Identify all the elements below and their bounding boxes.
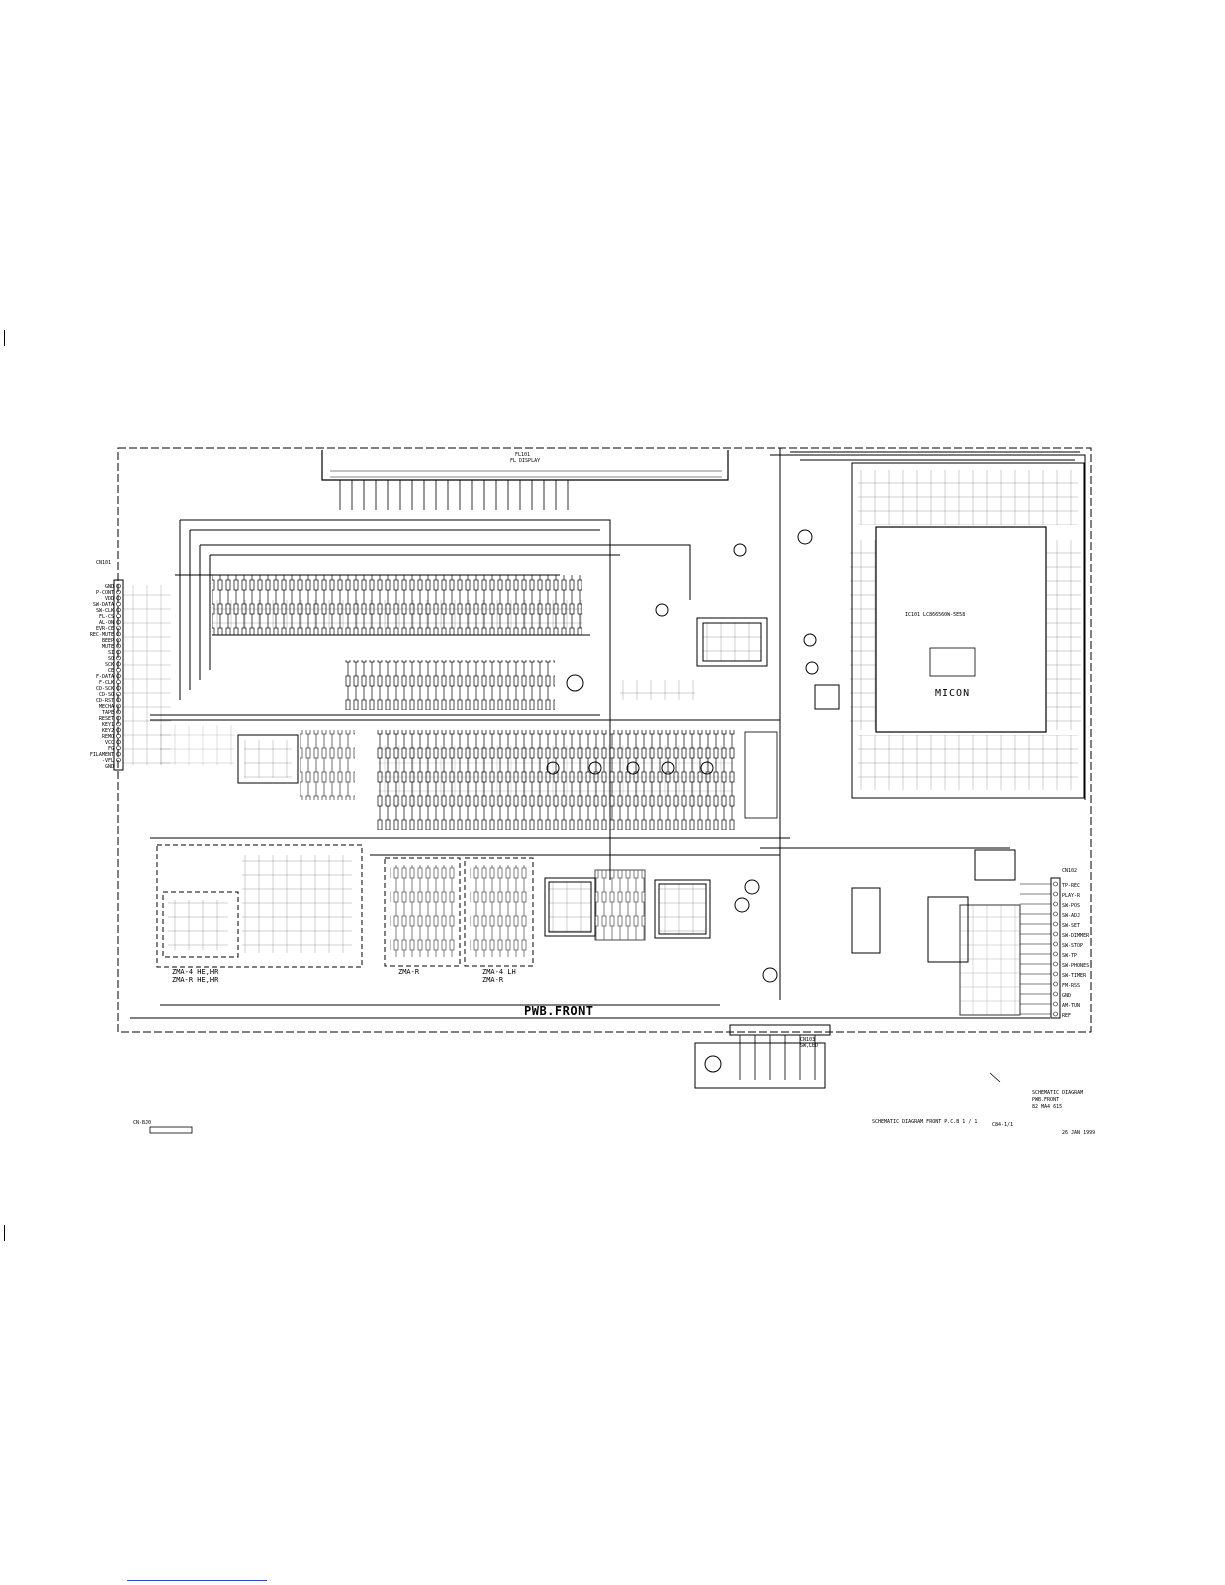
fl-display-connector: [321, 450, 729, 510]
cn101-pin: -VFL: [101, 758, 114, 764]
cn101-pin: P-CONT: [95, 590, 114, 596]
cn101-pin: CD-RST: [95, 698, 114, 704]
page-margin-mark-top: [4, 330, 5, 346]
cn101-pin: KEY2: [101, 728, 114, 734]
sheet-corner-label: CN-BJ0: [133, 1120, 152, 1126]
sub-block-1-line2: ZMA-R HE,HR: [172, 976, 219, 984]
lower-ic-group: [544, 869, 778, 983]
cn102-pin: GND: [1062, 993, 1072, 999]
cn101-pin: SW-CLK: [95, 608, 114, 614]
cn101-pin: REC-MUTE: [89, 632, 114, 638]
sheet-number: C84-1/1: [992, 1122, 1014, 1128]
cn101-pin: KEY1: [101, 722, 114, 728]
cn101-pin: SW-DATA: [92, 602, 114, 608]
cn102-pin: SW-STOP: [1062, 943, 1084, 949]
cn101-pin: CD-SO: [98, 692, 114, 698]
cn102-pin: PLAY-R: [1062, 893, 1081, 899]
cn101-pin: MECHA: [98, 704, 114, 710]
driver-array-top: [212, 575, 590, 636]
cn101-pin: REMO: [101, 734, 114, 740]
mcu-part-number: IC101 LC866560W-5E58: [905, 612, 966, 618]
cn102-pin: SW-DIMMER: [1062, 933, 1090, 939]
sub-board-contents: [168, 855, 528, 957]
cn101-pin: AL-ON: [98, 620, 114, 626]
sub-block-1-line1: ZMA-4 HE,HR: [172, 968, 219, 976]
title-line-1: SCHEMATIC DIAGRAM: [1032, 1090, 1084, 1096]
cn101-pin: F-DATA: [95, 674, 114, 680]
key-matrix-array: [375, 730, 778, 830]
cn101-pin: SO: [107, 656, 114, 662]
cn102-pin: SW-PHONES: [1062, 963, 1090, 969]
cn101-pin: RESET: [98, 716, 114, 722]
cn102-pin: TP-REC: [1062, 883, 1081, 889]
cn102-pin: SW-ADJ: [1062, 913, 1081, 919]
cn102-connector-body: [1020, 877, 1061, 1019]
drawing-date: 26 JAN 1999: [1062, 1130, 1096, 1136]
right-lower-section: [851, 849, 1021, 1016]
mcu-label: MICON: [935, 688, 971, 699]
cn103-label: SW,LED: [800, 1043, 819, 1049]
fl-display-label: FL DISPLAY: [510, 458, 541, 464]
sub-block-3-line2: ZMA-R: [482, 976, 504, 984]
centre-ic-blocks: [696, 617, 840, 710]
title-line-3: 82 MA4 615: [1032, 1104, 1063, 1110]
cn102-pin: SW-POS: [1062, 903, 1081, 909]
cn101-pin: F-CLK: [98, 680, 114, 686]
drawing-ref: SCHEMATIC DIAGRAM FRONT P.C.B 1 / 1: [872, 1119, 978, 1125]
sub-board-outlines: [156, 844, 534, 968]
cn102-pin: REF: [1062, 1013, 1072, 1019]
cn101-pin: CE: [107, 668, 114, 674]
cn102-pin: FM-RSS: [1062, 983, 1081, 989]
cn101-pin: VDD: [104, 596, 114, 602]
fl-display-part: FL101: [515, 452, 531, 458]
cn102-ref: CN102: [1062, 868, 1078, 874]
corner-ref-box: [149, 1126, 193, 1134]
cn102-pin: SW-TIMER: [1062, 973, 1087, 979]
cn103-ref: CN103: [800, 1037, 816, 1043]
left-ic-group: [160, 725, 355, 800]
cn101-pin: GND: [104, 764, 114, 770]
cn101-pin: FL-CS: [98, 614, 114, 620]
cn102-pin: SW-TP: [1062, 953, 1078, 959]
page-margin-mark-bottom: [4, 1225, 5, 1241]
cn101-pin: VCC: [104, 740, 114, 746]
cn101-pin: FILAMENT: [89, 752, 114, 758]
cn102-pin-labels: TP-REC PLAY-R SW-POS SW-ADJ SW-SET SW-DI…: [1062, 881, 1102, 1021]
cn101-pin: SI: [107, 650, 114, 656]
cn101-pin: BEEP: [101, 638, 114, 644]
cn101-pin: SCK: [104, 662, 114, 668]
cn101-pin: TAPE: [101, 710, 114, 716]
footer-rule: [127, 1580, 267, 1581]
cn101-pin-labels: GND P-CONT VDD SW-DATA SW-CLK FL-CS AL-O…: [84, 584, 114, 770]
title-line-2: PWB.FRONT: [1032, 1097, 1060, 1103]
cn101-pin: FG: [107, 746, 114, 752]
cn101-pin: GND: [104, 584, 114, 590]
sub-block-2-line1: ZMA-R: [398, 968, 420, 976]
board-title: PWB.FRONT: [524, 1004, 594, 1018]
cn103-connector-body: [694, 1024, 831, 1089]
cn102-pin: SW-SET: [1062, 923, 1081, 929]
cn101-pin: EVR-CE: [95, 626, 114, 632]
sub-block-3-line1: ZMA-4 LH: [482, 968, 516, 976]
cn101-ref: CN101: [96, 560, 112, 566]
cn102-pin: AM-TUN: [1062, 1003, 1081, 1009]
driver-array-mid: [345, 529, 813, 710]
cn101-pin: CD-SCK: [95, 686, 114, 692]
cn101-pin: MUTE: [101, 644, 114, 650]
mcu-block: [850, 462, 1085, 799]
title-slash: [989, 1072, 1001, 1083]
